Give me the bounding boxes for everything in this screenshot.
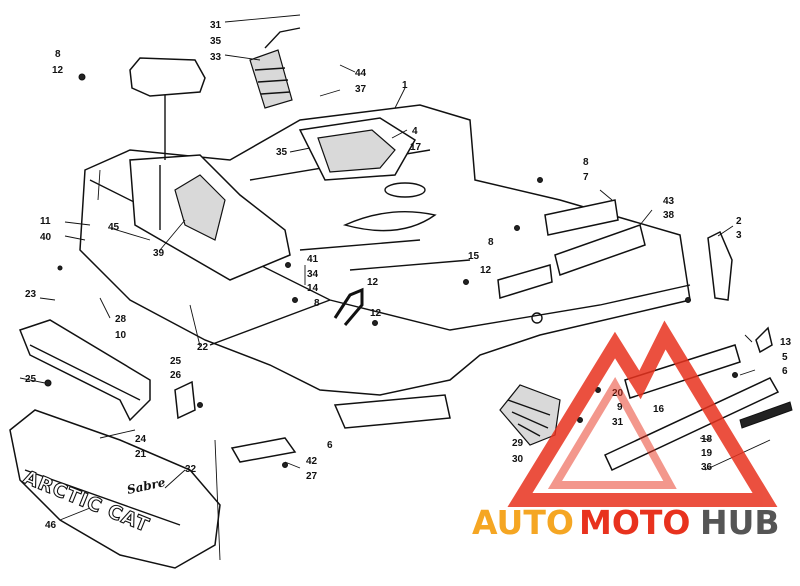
- callout-number: 17: [410, 142, 422, 153]
- callout-number: 32: [185, 464, 197, 475]
- callout-number: 35: [210, 36, 222, 47]
- callout-number: 6: [327, 440, 333, 451]
- callout-number: 41: [307, 254, 319, 265]
- watermark-logo: [507, 320, 778, 507]
- callout-number: 29: [512, 438, 524, 449]
- callout-number: 12: [480, 265, 492, 276]
- side-strip: [707, 230, 733, 301]
- callout-number: 16: [653, 404, 665, 415]
- callout-number: 43: [663, 196, 675, 207]
- callout-number: 13: [780, 337, 792, 348]
- callout-number: 12: [367, 277, 379, 288]
- callout-number: 18: [701, 434, 713, 445]
- console-tower: [129, 154, 291, 281]
- watermark-part3: HUB: [700, 503, 780, 542]
- callout-number: 24: [135, 434, 147, 445]
- callout-number: 8: [314, 298, 320, 309]
- grab-handle: [333, 287, 364, 326]
- front-bumper-bracket: [19, 319, 151, 422]
- callout-number: 21: [135, 449, 147, 460]
- callout-number: 30: [512, 454, 524, 465]
- callout-number: 38: [663, 210, 675, 221]
- callout-number: 39: [153, 248, 165, 259]
- vent-insert: [298, 117, 417, 181]
- callout-number: 9: [617, 402, 623, 413]
- mount-bracket: [174, 380, 196, 420]
- callout-number: 28: [115, 314, 127, 325]
- watermark-triangle-icon: [507, 320, 778, 507]
- fasteners: [44, 73, 738, 468]
- callout-number: 3: [736, 230, 742, 241]
- callout-number: 8: [55, 49, 61, 60]
- callout-number: 23: [25, 289, 37, 300]
- callout-number: 6: [782, 366, 788, 377]
- callout-number: 31: [612, 417, 624, 428]
- callout-number: 12: [370, 308, 382, 319]
- callout-number: 42: [306, 456, 318, 467]
- callout-number: 7: [583, 172, 589, 183]
- callout-number: 27: [306, 471, 318, 482]
- side-rail-upper: [497, 199, 646, 299]
- callout-number: 4: [412, 126, 418, 137]
- shift-boot: [249, 27, 301, 109]
- callout-number: 11: [40, 216, 51, 227]
- callout-number: 8: [488, 237, 494, 248]
- callout-number: 35: [276, 147, 288, 158]
- lower-boot: [499, 384, 561, 446]
- callout-number: 10: [115, 330, 127, 341]
- callout-number: 2: [736, 216, 742, 227]
- callout-number: 5: [782, 352, 788, 363]
- callout-number: 31: [210, 20, 222, 31]
- callout-number: 22: [197, 342, 209, 353]
- callout-number: 14: [307, 283, 319, 294]
- watermark-text: AUTO MOTO HUB: [472, 503, 780, 542]
- callout-number: 1: [402, 80, 408, 91]
- callout-number: 25: [170, 356, 182, 367]
- callout-number: 44: [355, 68, 367, 79]
- callout-number: 15: [468, 251, 480, 262]
- callout-number: 12: [52, 65, 64, 76]
- watermark-part1: AUTO: [472, 503, 574, 542]
- callout-number: 40: [40, 232, 52, 243]
- callout-number: 46: [45, 520, 57, 531]
- callout-number: 45: [108, 222, 120, 233]
- front-nose-cover: [9, 409, 221, 569]
- callout-number: 36: [701, 462, 713, 473]
- callout-number: 19: [701, 448, 713, 459]
- watermark-part2: MOTO: [579, 503, 690, 542]
- callout-number: 8: [583, 157, 589, 168]
- callout-number: 25: [25, 374, 37, 385]
- small-plates: [230, 394, 451, 463]
- top-cover-pad: [129, 57, 206, 160]
- callout-number: 33: [210, 52, 222, 63]
- callout-number: 34: [307, 269, 319, 280]
- callout-number: 37: [355, 84, 367, 95]
- callout-numbers: 31 35 33 44 37 1 8 12 4 35 17 8 7 43 38 …: [25, 20, 792, 531]
- callout-number: 26: [170, 370, 182, 381]
